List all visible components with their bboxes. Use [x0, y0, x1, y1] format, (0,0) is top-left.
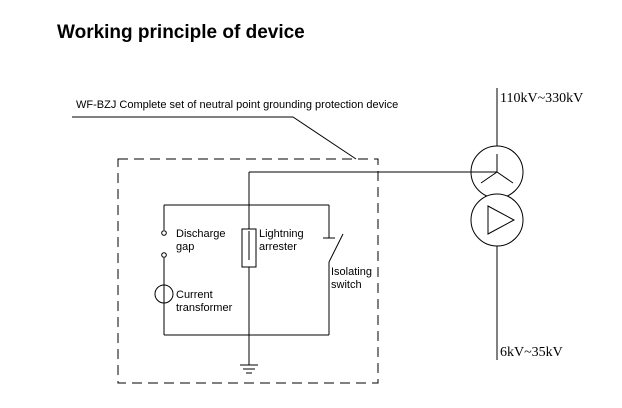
- current-transformer-label-line1: Current: [176, 289, 213, 301]
- lightning-arrester-label-line1: Lightning: [259, 228, 304, 240]
- discharge-gap-lower-electrode: [161, 252, 167, 258]
- transformer-delta-winding: [470, 193, 524, 247]
- delta-symbol: [487, 205, 516, 235]
- star-arm-left: [480, 171, 498, 184]
- isolating-switch-label-line2: switch: [331, 279, 362, 291]
- isolating-switch-label-line1: Isolating: [331, 266, 372, 278]
- lightning-arrester-label-line2: arrester: [259, 241, 297, 253]
- device-enclosure: [117, 158, 379, 384]
- discharge-gap-label-line2: gap: [176, 241, 194, 253]
- device-callout-leader: [72, 116, 357, 160]
- isolating-switch-blade: [328, 233, 344, 263]
- low-voltage-label: 6kV~35kV: [500, 345, 563, 360]
- star-arm-right: [496, 171, 514, 184]
- current-transformer-label-line2: transformer: [176, 302, 233, 314]
- device-name-label: WF-BZJ Complete set of neutral point gro…: [76, 99, 398, 111]
- page-title: Working principle of device: [57, 22, 305, 43]
- discharge-gap-label-line1: Discharge: [176, 228, 226, 240]
- current-transformer-symbol: [154, 284, 174, 304]
- high-voltage-label: 110kV~330kV: [500, 91, 583, 106]
- discharge-gap-upper-electrode: [161, 230, 167, 236]
